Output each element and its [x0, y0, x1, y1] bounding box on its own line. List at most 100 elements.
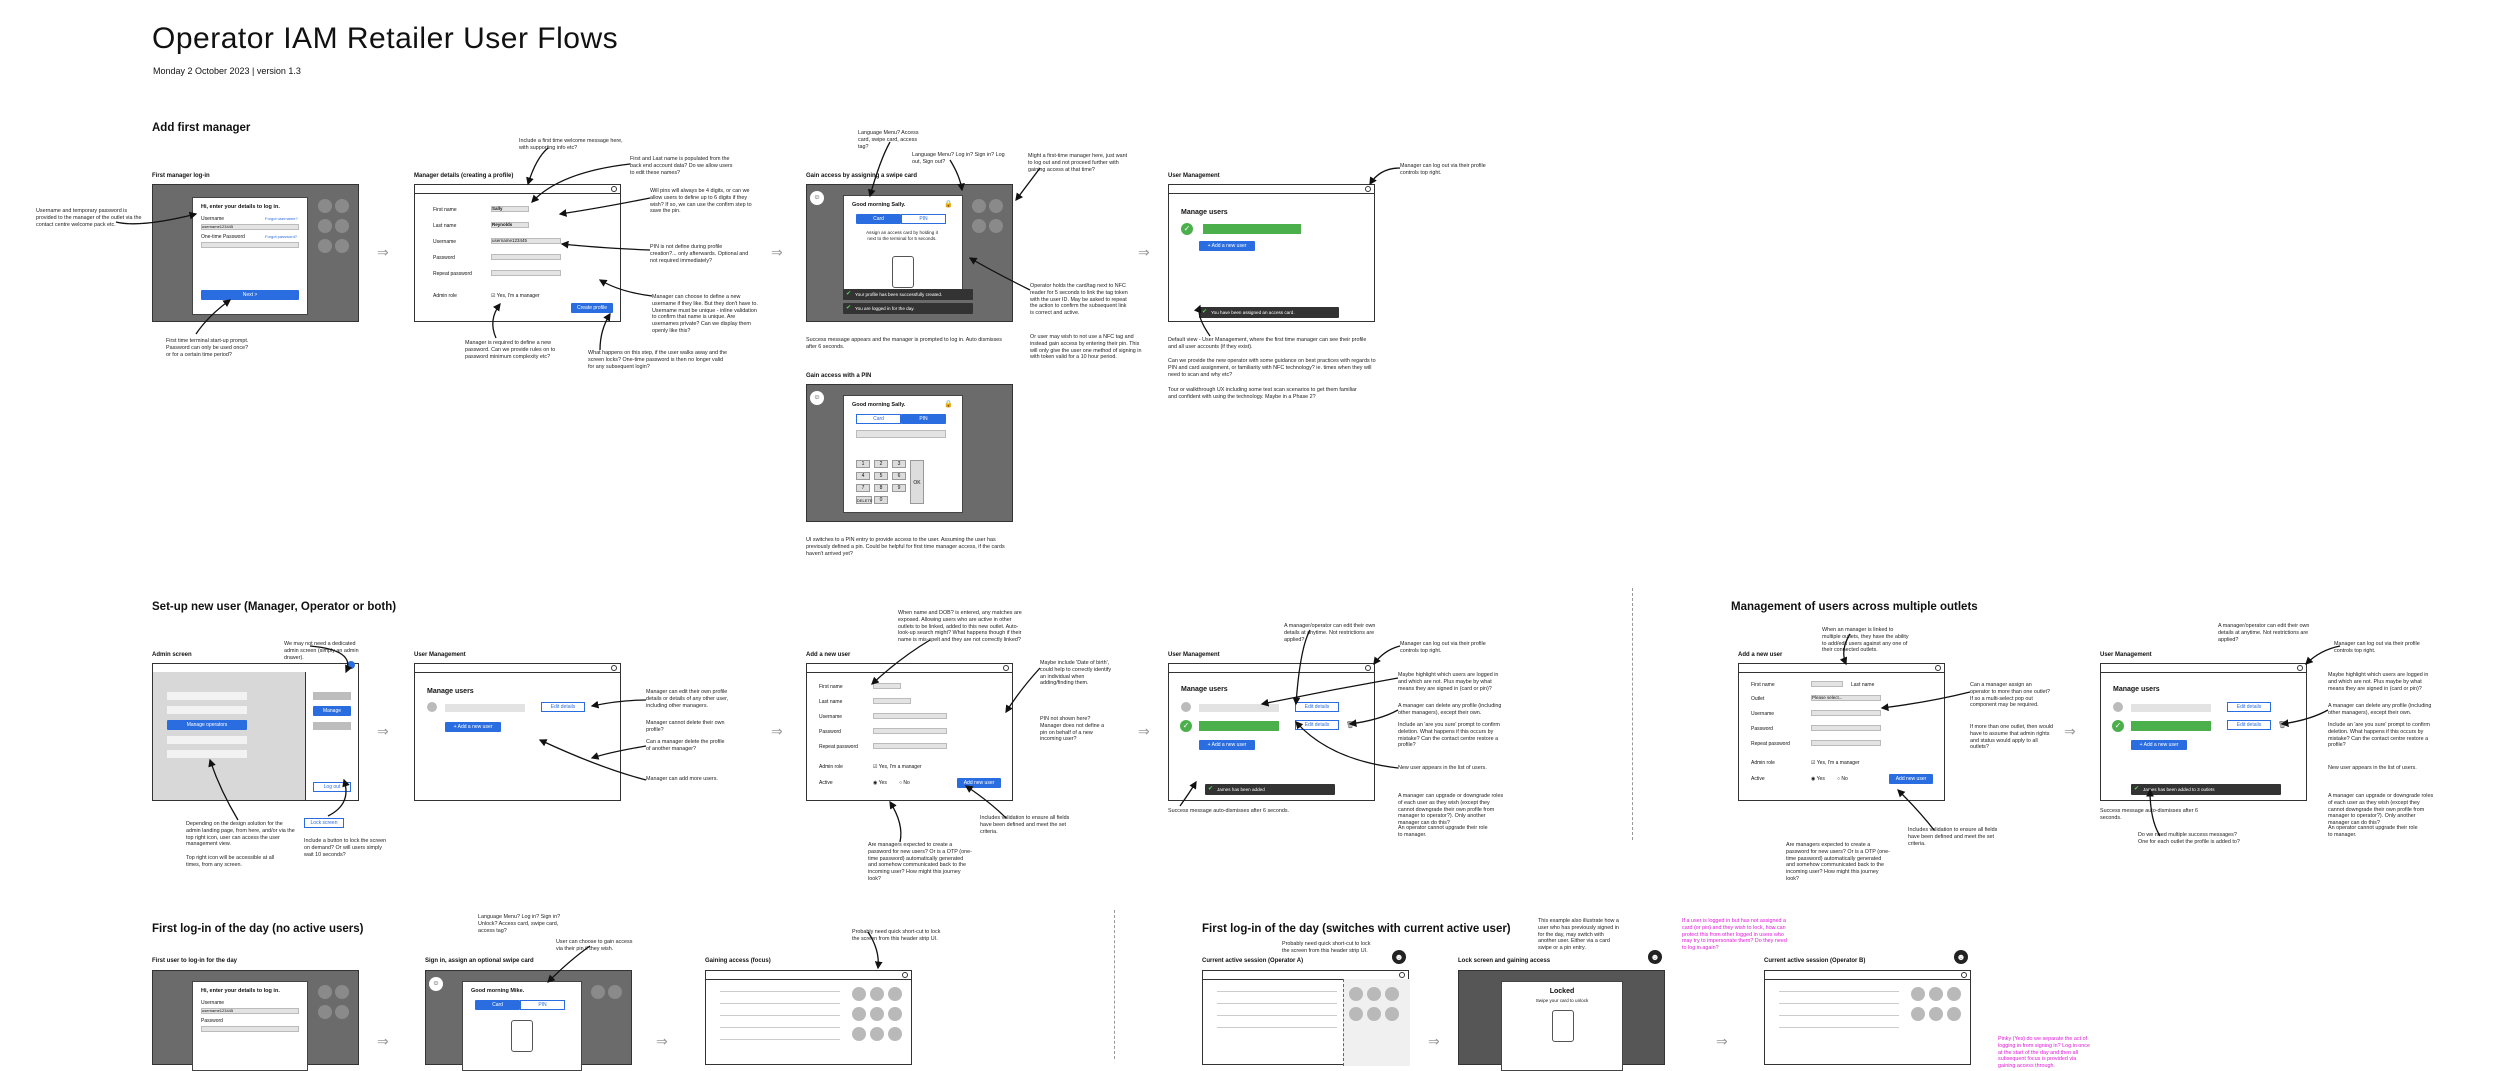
screen-label: User Management — [2100, 652, 2152, 658]
tab-pin[interactable]: PIN — [901, 414, 946, 424]
edit-details-button[interactable]: Edit details — [1295, 720, 1339, 730]
password-label: Password — [433, 255, 455, 261]
last-name-field[interactable] — [873, 698, 911, 704]
keypad-key[interactable]: 9 — [892, 484, 906, 492]
screen-label: Gain access by assigning a swipe card — [806, 173, 918, 179]
trash-icon[interactable]: 🗑 — [2278, 722, 2287, 729]
tab-pin[interactable]: PIN — [520, 1000, 565, 1010]
log-out-button[interactable]: Log out — [313, 782, 351, 792]
first-name-field[interactable] — [873, 683, 901, 689]
keypad-key[interactable]: 0 — [874, 496, 888, 504]
first-name-field[interactable]: Sally — [491, 206, 529, 212]
language-icon[interactable]: ☺ — [810, 191, 824, 205]
new-user-row[interactable] — [1199, 721, 1279, 731]
lock-icon[interactable]: 🔒 — [944, 201, 953, 208]
active-no-radio[interactable]: ○ No — [899, 780, 910, 786]
trash-icon[interactable]: 🗑 — [1346, 722, 1355, 729]
username-label: Username — [433, 239, 457, 245]
tab-pin[interactable]: PIN — [901, 214, 946, 224]
otp-input[interactable] — [201, 242, 299, 248]
username-field[interactable]: username123445 — [491, 238, 561, 244]
pin-input[interactable] — [856, 430, 946, 438]
tab-card[interactable]: Card — [856, 214, 901, 224]
keypad-key[interactable]: 6 — [892, 472, 906, 480]
screen-lock: Locked Swipe your card to unlock — [1458, 970, 1665, 1071]
language-icon[interactable]: ☺ — [810, 391, 824, 405]
flow-arrow: ⇒ — [377, 723, 389, 739]
login-next-button[interactable]: Next > — [201, 290, 299, 300]
manager-checkbox[interactable]: ☑ Yes, I'm a manager — [873, 764, 922, 770]
user-row[interactable] — [2131, 704, 2211, 712]
profile-icon[interactable] — [347, 661, 355, 669]
login-heading: Hi, enter your details to log in. — [201, 988, 280, 994]
edit-details-button[interactable]: Edit details — [2227, 720, 2271, 730]
nfc-card-icon — [511, 1020, 533, 1052]
screen-label: Current active session (Operator A) — [1202, 958, 1304, 964]
repeat-password-field[interactable] — [491, 270, 561, 276]
check-icon: ✓ — [1180, 720, 1192, 732]
password-input[interactable] — [201, 1026, 299, 1032]
profile-icon[interactable]: ☻ — [1954, 950, 1968, 964]
add-new-user-button[interactable]: + Add a new user — [2131, 740, 2187, 750]
outlet-select[interactable]: Please select... — [1811, 695, 1881, 701]
keypad-key[interactable]: 8 — [874, 484, 888, 492]
active-yes-radio[interactable]: ◉ Yes — [1811, 776, 1825, 782]
add-new-user-submit[interactable]: Add new user — [957, 778, 1001, 788]
username-label: Username — [819, 714, 843, 720]
first-name-field[interactable] — [1811, 681, 1843, 687]
manager-checkbox[interactable]: ☑ Yes, I'm a manager — [491, 293, 540, 299]
keypad-key[interactable]: 7 — [856, 484, 870, 492]
greeting: Good morning Mike. — [471, 988, 525, 994]
tab-card[interactable]: Card — [475, 1000, 520, 1010]
add-new-user-button[interactable]: + Add a new user — [1199, 740, 1255, 750]
password-field[interactable] — [491, 254, 561, 260]
forgot-username-link[interactable]: Forgot username? — [265, 216, 298, 221]
user-row[interactable] — [1199, 704, 1279, 712]
toast-card-assigned: You have been assigned an access card. — [1199, 307, 1339, 318]
section-title-first-login-switch: First log-in of the day (switches with c… — [1202, 923, 1511, 935]
repeat-password-field[interactable] — [1811, 740, 1881, 746]
manage-operators-link[interactable]: Manage operators — [167, 720, 247, 730]
keypad-delete[interactable]: DELETE — [856, 496, 873, 504]
add-new-user-button[interactable]: + Add a new user — [445, 722, 501, 732]
note: First and Last name is populated from th… — [630, 156, 733, 176]
lock-screen-button[interactable]: Lock screen — [304, 818, 344, 828]
screen-user-management-2: Manage users Edit details + Add a new us… — [414, 663, 621, 801]
username-field[interactable] — [1811, 710, 1881, 716]
profile-icon[interactable]: ☻ — [1648, 950, 1662, 964]
active-yes-radio[interactable]: ◉ Yes — [873, 780, 887, 786]
tab-card[interactable]: Card — [856, 414, 901, 424]
keypad-key[interactable]: 4 — [856, 472, 870, 480]
user-row-highlight[interactable] — [1203, 224, 1301, 234]
note: A manager/operator can edit their own de… — [2218, 623, 2310, 643]
add-new-user-button[interactable]: + Add a new user — [1199, 241, 1255, 251]
username-field[interactable] — [873, 713, 947, 719]
keypad-key[interactable]: 5 — [874, 472, 888, 480]
forgot-password-link[interactable]: Forgot password? — [265, 234, 298, 239]
add-new-user-submit[interactable]: Add new user — [1889, 774, 1933, 784]
repeat-password-field[interactable] — [873, 743, 947, 749]
keypad-key[interactable]: 2 — [874, 460, 888, 468]
page-title: Operator IAM Retailer User Flows — [152, 22, 619, 55]
screen-label: Admin screen — [152, 652, 192, 658]
edit-details-button[interactable]: Edit details — [1295, 702, 1339, 712]
keypad-ok[interactable]: OK — [910, 460, 924, 504]
lock-icon[interactable]: 🔒 — [944, 401, 953, 408]
edit-details-button[interactable]: Edit details — [541, 702, 585, 712]
manager-checkbox[interactable]: ☑ Yes, I'm a manager — [1811, 760, 1860, 766]
last-name-field[interactable]: Reynolds — [491, 222, 529, 228]
profile-icon[interactable]: ☻ — [1392, 950, 1406, 964]
user-row[interactable] — [445, 704, 525, 712]
password-field[interactable] — [1811, 725, 1881, 731]
password-field[interactable] — [873, 728, 947, 734]
new-user-row[interactable] — [2131, 721, 2211, 731]
language-icon[interactable]: ☺ — [429, 977, 443, 991]
edit-details-button[interactable]: Edit details — [2227, 702, 2271, 712]
username-input[interactable]: username123445 — [201, 1008, 299, 1014]
keypad-key[interactable]: 1 — [856, 460, 870, 468]
drawer-manage-operators[interactable]: Manage operators — [313, 706, 351, 724]
username-input[interactable]: username123445 — [201, 224, 299, 230]
create-profile-button[interactable]: Create profile — [571, 303, 613, 313]
keypad-key[interactable]: 3 — [892, 460, 906, 468]
active-no-radio[interactable]: ○ No — [1837, 776, 1848, 782]
